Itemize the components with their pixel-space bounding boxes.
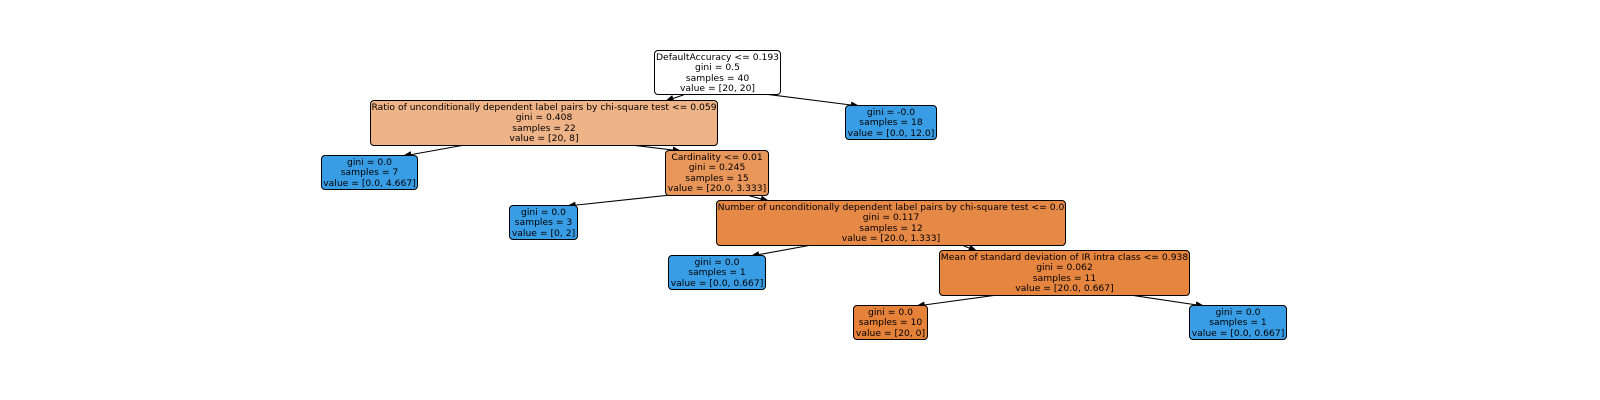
node-text-line: samples = 15	[685, 172, 749, 184]
node-text-line: gini = 0.5	[695, 62, 740, 74]
node-text-line: value = [20, 20]	[679, 82, 756, 94]
node-text-line: value = [0.0, 12.0]	[847, 127, 935, 139]
tree-node-n1: Ratio of unconditionally dependent label…	[370, 100, 718, 146]
node-text-line: gini = 0.062	[1036, 262, 1093, 274]
node-text-line: samples = 18	[859, 117, 923, 129]
node-text-line: Ratio of unconditionally dependent label…	[371, 102, 717, 113]
node-text-line: samples = 3	[514, 217, 573, 229]
node-text-line: value = [20, 0]	[855, 327, 926, 339]
node-text-line: gini = 0.0	[1215, 307, 1261, 318]
node-text-line: samples = 11	[1032, 272, 1097, 284]
node-text-line: value = [20.0, 1.333]	[841, 232, 941, 244]
node-text-line: gini = 0.408	[515, 112, 573, 124]
node-text-line: gini = 0.117	[862, 212, 920, 224]
node-text-line: gini = 0.0	[694, 257, 740, 268]
tree-node-n8: Mean of standard deviation of IR intra c…	[939, 250, 1190, 296]
node-text-line: gini = 0.0	[521, 207, 566, 218]
node-text-line: value = [0.0, 0.667]	[670, 277, 764, 289]
node-text-line: Number of unconditionally dependent labe…	[717, 202, 1065, 213]
node-text-line: value = [20.0, 3.333]	[667, 182, 767, 194]
node-text-line: samples = 12	[859, 222, 923, 234]
node-text-line: value = [20.0, 0.667]	[1015, 282, 1114, 294]
node-text-line: samples = 1	[1209, 317, 1267, 329]
node-text-line: samples = 22	[512, 122, 576, 134]
node-text-line: value = [0, 2]	[511, 227, 576, 239]
node-text-line: samples = 7	[340, 167, 399, 179]
tree-node-n6: Number of unconditionally dependent labe…	[716, 200, 1066, 246]
node-text-line: DefaultAccuracy <= 0.193	[655, 52, 780, 63]
node-text-line: gini = -0.0	[866, 107, 916, 118]
node-text-line: samples = 40	[685, 72, 750, 84]
node-text-line: value = [20, 8]	[509, 132, 579, 144]
node-text-line: value = [0.0, 0.667]	[1191, 327, 1285, 339]
node-text-line: gini = 0.245	[688, 162, 746, 174]
node-text-line: value = [0.0, 4.667]	[323, 177, 416, 189]
node-text-line: samples = 10	[858, 317, 923, 329]
node-text-line: samples = 1	[688, 267, 746, 279]
node-text-line: gini = 0.0	[347, 157, 392, 168]
node-text-line: Cardinality <= 0.01	[671, 152, 763, 163]
node-text-line: Mean of standard deviation of IR intra c…	[940, 252, 1189, 263]
node-text-line: gini = 0.0	[868, 307, 913, 318]
